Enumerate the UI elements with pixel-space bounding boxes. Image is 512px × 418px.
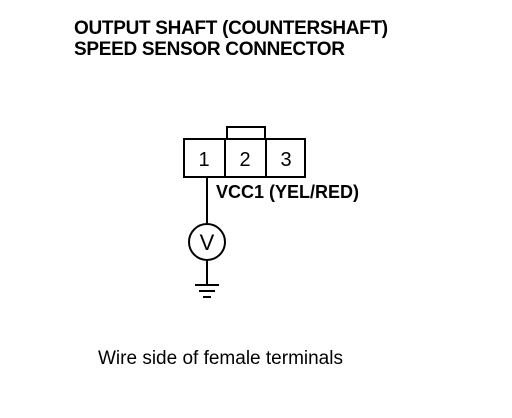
voltmeter-icon: V (188, 223, 226, 261)
title-line-1: OUTPUT SHAFT (COUNTERSHAFT) (74, 18, 388, 39)
title-line-2: SPEED SENSOR CONNECTOR (74, 39, 345, 60)
speed-sensor-connector: 1 2 3 (183, 126, 306, 178)
pin-3-label: 3 (280, 149, 291, 171)
connector-housing (183, 138, 306, 178)
voltmeter-symbol: V (200, 230, 215, 255)
pin-2-label: 2 (239, 149, 250, 171)
diagram-caption: Wire side of female terminals (98, 348, 343, 369)
ground-icon (195, 284, 219, 298)
pin-1-label: 1 (198, 149, 209, 171)
terminal-wire-label: VCC1 (YEL/RED) (216, 182, 359, 202)
connector-lock-tab (226, 126, 266, 140)
